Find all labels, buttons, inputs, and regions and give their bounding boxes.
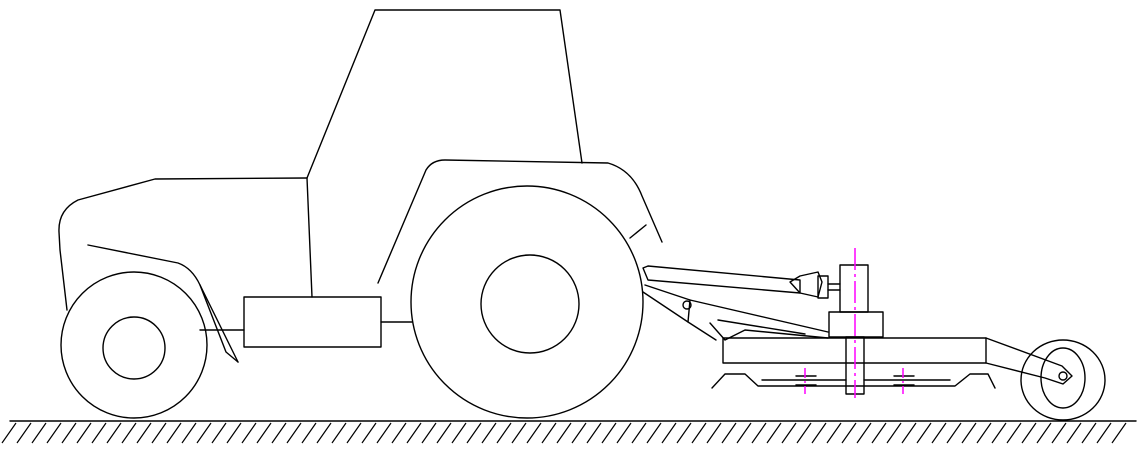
- hatch-stroke: [781, 422, 797, 444]
- hatch-stroke: [1, 422, 17, 444]
- front-wheel: [60, 271, 208, 419]
- hatch-stroke: [931, 422, 947, 444]
- hatch-stroke: [946, 422, 962, 444]
- tractor-hood: [58, 177, 308, 363]
- hatch-stroke: [721, 422, 737, 444]
- hatch-stroke: [481, 422, 497, 444]
- tractor-cab: [306, 9, 583, 298]
- hatch-stroke: [961, 422, 977, 444]
- hatch-stroke: [376, 422, 392, 444]
- hatch-stroke: [46, 422, 62, 444]
- wheel-arm: [985, 337, 1073, 385]
- hatch-stroke: [631, 422, 647, 444]
- tractor: [58, 9, 663, 419]
- hatch-stroke: [211, 422, 227, 444]
- three-point-hitch: [642, 265, 829, 341]
- hatch-stroke: [1051, 422, 1067, 444]
- hatch-stroke: [151, 422, 167, 444]
- hatch-stroke: [991, 422, 1007, 444]
- ground: [1, 420, 1137, 444]
- hatch-stroke: [586, 422, 602, 444]
- hatch-stroke: [121, 422, 137, 444]
- hatch-stroke: [856, 422, 872, 444]
- hatch-stroke: [811, 422, 827, 444]
- gearbox-lower: [828, 311, 884, 338]
- hatch-stroke: [16, 422, 32, 444]
- fuel-tank: [243, 296, 382, 348]
- blade-holder-left: [761, 375, 847, 386]
- hatch-stroke: [766, 422, 782, 444]
- hatch-stroke: [31, 422, 47, 444]
- hatch-stroke: [1081, 422, 1097, 444]
- hatch-stroke: [706, 422, 722, 444]
- hatch-stroke: [1066, 422, 1082, 444]
- hatch-stroke: [406, 422, 422, 444]
- hatch-stroke: [901, 422, 917, 444]
- hatch-stroke: [1111, 422, 1127, 444]
- centerlines: [804, 248, 904, 398]
- hatch-stroke: [466, 422, 482, 444]
- front-fender: [199, 284, 239, 363]
- hatch-stroke: [91, 422, 107, 444]
- hatch-stroke: [676, 422, 692, 444]
- hatch-stroke: [256, 422, 272, 444]
- hatch-stroke: [136, 422, 152, 444]
- hatch-stroke: [1006, 422, 1022, 444]
- hatch-stroke: [976, 422, 992, 444]
- hatch-stroke: [796, 422, 812, 444]
- ground-hatching: [1, 422, 1127, 444]
- gearbox-upper: [839, 264, 869, 313]
- hatch-stroke: [76, 422, 92, 444]
- hatch-stroke: [571, 422, 587, 444]
- hatch-stroke: [391, 422, 407, 444]
- hatch-stroke: [616, 422, 632, 444]
- rear-fender: [377, 159, 663, 284]
- hatch-stroke: [841, 422, 857, 444]
- gauge-wheel: [1020, 339, 1106, 421]
- hatch-stroke: [61, 422, 77, 444]
- hatch-stroke: [526, 422, 542, 444]
- pto-driveline: [789, 271, 841, 299]
- hatch-stroke: [871, 422, 887, 444]
- hatch-stroke: [271, 422, 287, 444]
- hitch-pin: [682, 300, 692, 310]
- hatch-stroke: [1036, 422, 1052, 444]
- hatch-stroke: [166, 422, 182, 444]
- hatch-stroke: [691, 422, 707, 444]
- hatch-stroke: [316, 422, 332, 444]
- hatch-stroke: [226, 422, 242, 444]
- hatch-stroke: [346, 422, 362, 444]
- hatch-stroke: [751, 422, 767, 444]
- hatch-stroke: [241, 422, 257, 444]
- hatch-stroke: [736, 422, 752, 444]
- hatch-stroke: [886, 422, 902, 444]
- hatch-stroke: [181, 422, 197, 444]
- hatch-stroke: [541, 422, 557, 444]
- hatch-stroke: [916, 422, 932, 444]
- hatch-stroke: [361, 422, 377, 444]
- hatch-stroke: [1096, 422, 1112, 444]
- hatch-stroke: [436, 422, 452, 444]
- hatch-stroke: [196, 422, 212, 444]
- deck-skirt: [711, 373, 996, 389]
- blade-holder-right: [863, 375, 951, 386]
- rear-wheel: [410, 185, 644, 419]
- hatch-stroke: [556, 422, 572, 444]
- hatch-stroke: [661, 422, 677, 444]
- hatch-stroke: [421, 422, 437, 444]
- hatch-stroke: [496, 422, 512, 444]
- hatch-stroke: [826, 422, 842, 444]
- hatch-stroke: [451, 422, 467, 444]
- hatch-stroke: [286, 422, 302, 444]
- hatch-stroke: [1021, 422, 1037, 444]
- hatch-stroke: [646, 422, 662, 444]
- hatch-stroke: [511, 422, 527, 444]
- hatch-stroke: [601, 422, 617, 444]
- hatch-stroke: [106, 422, 122, 444]
- hatch-stroke: [331, 422, 347, 444]
- hatch-stroke: [301, 422, 317, 444]
- rotary-mower: [711, 264, 1106, 421]
